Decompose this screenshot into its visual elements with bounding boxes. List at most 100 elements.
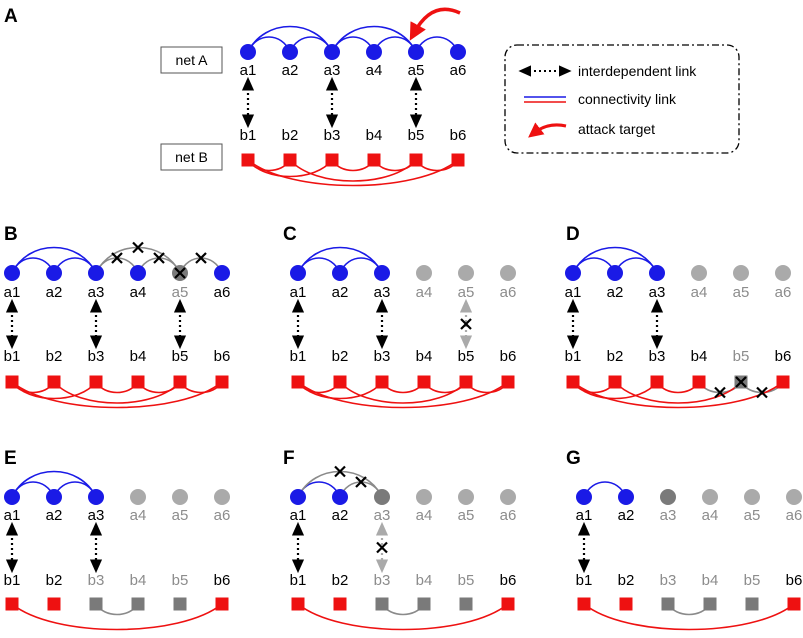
label-b6: b6 [500,572,517,589]
fail-cross-icon [153,252,165,264]
legend: interdependent link connectivity link at… [504,44,740,154]
node-a5 [458,489,474,505]
label-b4: b4 [130,348,147,365]
label-a6: a6 [214,284,231,301]
node-a1 [565,265,581,281]
panel-letter-g: G [566,448,581,469]
node-a1 [240,44,256,60]
node-b4 [131,597,145,611]
fail-cross-icon [714,386,726,399]
label-a6: a6 [786,507,803,524]
label-a3: a3 [88,284,105,301]
label-a4: a4 [130,507,147,524]
fail-cross-icon [195,252,207,264]
panel-letter-f: F [283,448,295,469]
panel-letter-e: E [4,448,17,469]
node-b5 [459,375,473,389]
label-b5: b5 [172,348,189,365]
node-a6 [214,489,230,505]
label-b2: b2 [282,127,299,144]
label-a6: a6 [450,62,467,79]
label-a2: a2 [618,507,635,524]
node-a2 [46,265,62,281]
label-b4: b4 [416,348,433,365]
a-edge [247,25,333,53]
label-a3: a3 [660,507,677,524]
label-a1: a1 [290,507,307,524]
label-a3: a3 [649,284,666,301]
node-a5 [172,489,188,505]
node-a6 [786,489,802,505]
panel-letter-d: D [566,224,580,245]
node-b3 [650,375,664,389]
label-b1: b1 [565,348,582,365]
node-b3 [89,597,103,611]
label-a5: a5 [172,284,189,301]
label-b4: b4 [130,572,147,589]
label-a1: a1 [4,284,21,301]
node-b1 [5,375,19,389]
node-b6 [215,375,229,389]
legend-box [504,44,740,154]
b-edge [53,381,181,404]
fail-cross-icon [132,241,144,254]
fail-cross-icon [174,267,186,279]
node-b6 [215,597,229,611]
label-a4: a4 [366,62,383,79]
label-a2: a2 [282,62,299,79]
node-a2 [618,489,634,505]
legend-attack-text: attack target [578,121,655,137]
net-b-label: net B [175,149,208,165]
attack-arrow [409,7,461,41]
legend-attack-swatch [528,122,567,138]
label-a5: a5 [172,507,189,524]
label-a1: a1 [240,62,257,79]
node-b1 [291,597,305,611]
node-a4 [702,489,718,505]
node-a3 [660,489,676,505]
node-b3 [375,375,389,389]
node-b5 [459,597,473,611]
label-b6: b6 [214,572,231,589]
label-b5: b5 [458,572,475,589]
label-b4: b4 [702,572,719,589]
label-a1: a1 [290,284,307,301]
node-a4 [130,265,146,281]
node-a1 [290,489,306,505]
label-b3: b3 [649,348,666,365]
node-b3 [89,375,103,389]
label-b5: b5 [408,127,425,144]
node-b4 [692,375,706,389]
node-b2 [283,153,297,167]
label-b4: b4 [416,572,433,589]
a-edge [572,246,658,274]
node-b4 [417,375,431,389]
label-a6: a6 [775,284,792,301]
legend-connectivity-text: connectivity link [578,91,677,107]
node-a2 [282,44,298,60]
label-b2: b2 [607,348,624,365]
a-edge [331,25,417,53]
node-a2 [332,265,348,281]
node-b4 [367,153,381,167]
fail-cross-icon [355,476,367,488]
label-a1: a1 [576,507,593,524]
node-a5 [408,44,424,60]
node-b2 [47,597,61,611]
fail-cross-icon [460,318,472,330]
fail-cross-icon [735,376,747,388]
label-b2: b2 [46,572,63,589]
node-a6 [450,44,466,60]
label-a5: a5 [458,507,475,524]
label-b6: b6 [214,348,231,365]
label-b2: b2 [332,572,349,589]
panel-letter-c: C [283,224,297,245]
label-b5: b5 [458,348,475,365]
label-b1: b1 [576,572,593,589]
b-edge [297,603,509,631]
node-a3 [88,489,104,505]
